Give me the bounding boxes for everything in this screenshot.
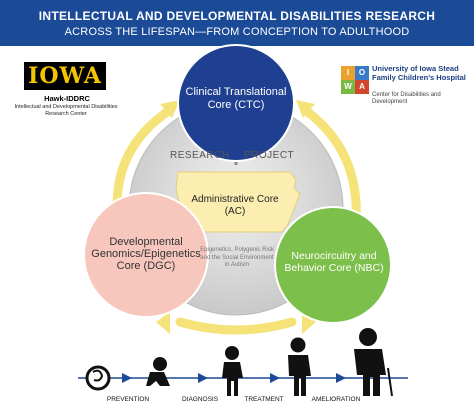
stage-treatment: TREATMENT	[244, 396, 284, 403]
uihc-block-1: I	[341, 66, 355, 80]
uihc-center: Center for Disabilities and Development	[372, 92, 441, 105]
arrowhead-1	[160, 100, 180, 118]
baby-icon	[146, 357, 170, 386]
fetus-icon	[85, 365, 111, 391]
uihc-block-4: A	[355, 80, 369, 94]
ctc-label: Clinical Translational Core (CTC)	[185, 86, 287, 111]
hawk-iddrc-name: Hawk-IDDRC	[44, 94, 90, 103]
project-label: PROJECT	[244, 150, 295, 161]
iowa-logo: IOWA	[24, 62, 106, 90]
stage-amelioration: AMELIORATION	[311, 396, 361, 403]
iowa-wordmark: IOWA	[28, 63, 102, 89]
research-label: RESEARCH	[170, 150, 230, 161]
uihc-block-3: W	[341, 80, 355, 94]
uihc-name: University of Iowa Stead Family Children…	[372, 64, 466, 82]
ctc-circle	[177, 44, 295, 162]
uihc-logo-blocks: I O W A	[341, 66, 369, 94]
ac-label: Administrative Core (AC)	[191, 194, 279, 217]
stage-diagnosis: DIAGNOSIS	[181, 396, 219, 403]
stage-prevention: PREVENTION	[106, 396, 150, 403]
nbc-circle	[274, 206, 392, 324]
nbc-label: Neurocircuitry and Behavior Core (NBC)	[284, 250, 384, 274]
dgc-label: Developmental Genomics/Epigenetics Core …	[91, 236, 201, 272]
arrow-dgc-nbc	[175, 317, 297, 335]
lifespan-arrowheads	[122, 373, 346, 383]
child-icon	[222, 346, 243, 396]
header-subtitle: ACROSS THE LIFESPAN—FROM CONCEPTION TO A…	[64, 26, 410, 38]
arrow-ctc-nbc	[300, 105, 361, 227]
header-banner: INTELLECTUAL AND DEVELOPMENTAL DISABILIT…	[0, 0, 474, 46]
arrowhead-6	[302, 312, 316, 334]
adult-icon	[354, 328, 393, 397]
arrowhead-3	[296, 100, 315, 118]
dgc-circle	[83, 192, 209, 318]
arrowhead-5	[156, 312, 170, 334]
header-title: INTELLECTUAL AND DEVELOPMENTAL DISABILIT…	[38, 9, 436, 23]
hawk-iddrc-description: Intellectual and Developmental Disabilit…	[14, 104, 118, 117]
center-research-note: Epigenetics, Polygenic Risk and the Soci…	[200, 247, 274, 268]
uihc-block-2: O	[355, 66, 369, 80]
teen-icon	[288, 337, 311, 396]
